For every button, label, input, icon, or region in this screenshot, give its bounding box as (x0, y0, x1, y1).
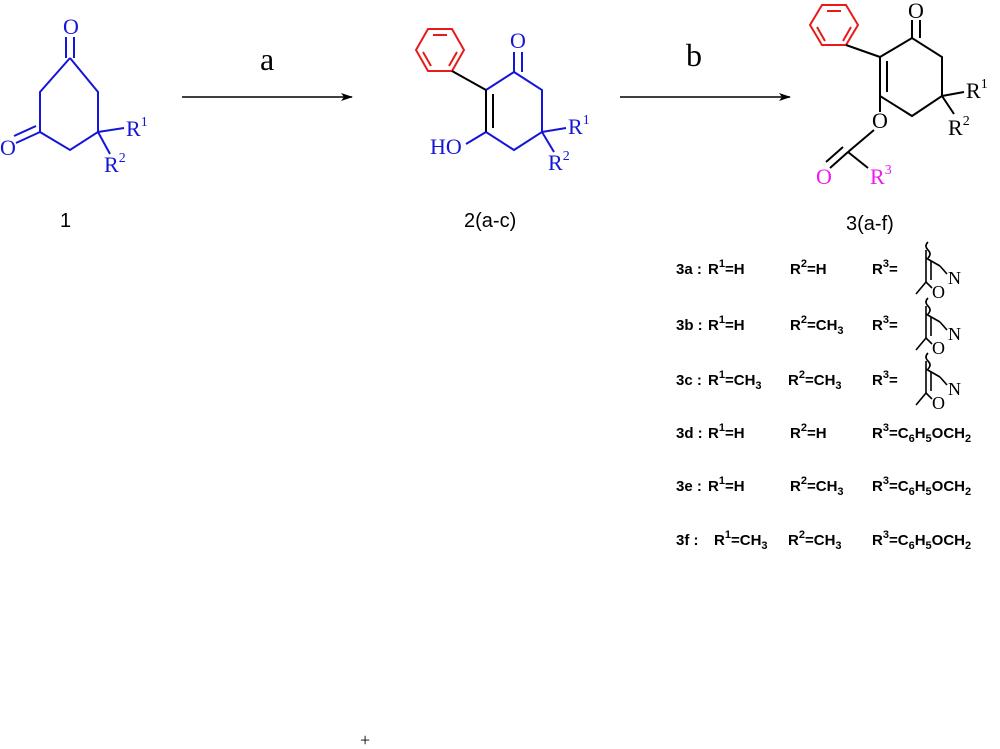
isoxazole-bond-3c (925, 392, 933, 400)
row-r1-3c: R1=CH3 (708, 369, 762, 392)
isoxazole-bond-3c (939, 376, 948, 386)
isoxazole-bond-3a (939, 265, 948, 275)
c3-phenyl-ring (808, 4, 860, 46)
row-r2-3b: R2=CH3 (790, 314, 844, 337)
row-r2-3a: R2=H (790, 258, 827, 278)
row-id-3e: 3e : (676, 478, 702, 495)
row-r1-3e: R1=H (708, 475, 745, 495)
isoxazole-o-3b: O (932, 338, 945, 358)
c1-o-left: O (0, 135, 16, 160)
row-id-3b: 3b : (676, 317, 703, 334)
attachment-wavy-line-3a (925, 241, 931, 259)
c2-ho: HO (430, 134, 462, 159)
row-r3-3c: R3= (872, 369, 898, 389)
methyl-bond-3c (915, 392, 927, 406)
isoxazole-bond-3c (925, 368, 941, 378)
row-r2-3d: R2=H (790, 422, 827, 442)
row-r2-3f: R2=CH3 (788, 529, 842, 552)
row-r1-3f: R1=CH3 (714, 529, 768, 552)
row-id-3a: 3a : (676, 261, 702, 278)
c1-r1: R1 (126, 115, 148, 141)
isoxazole-ring-3c (915, 352, 948, 406)
compound-1 (13, 37, 125, 155)
isoxazole-bond-3a (925, 257, 941, 267)
c2-o-top: O (510, 28, 526, 53)
isoxazole-ring-3b (915, 297, 948, 351)
plus-mark: + (360, 730, 370, 749)
c3-r1: R1 (966, 77, 988, 103)
isoxazole-ring-3a (915, 241, 948, 295)
c2-phenyl-bond (451, 70, 487, 91)
row-id-3d: 3d : (676, 425, 703, 442)
isoxazole-n-3b: N (948, 324, 961, 344)
row-r3-3a: R3= (872, 258, 898, 278)
arrow-b-label: b (686, 37, 702, 73)
c3-o-top: O (908, 0, 924, 23)
row-r3-3d: R3=C6H5OCH2 (872, 422, 971, 445)
compound-2-label: 2(a-c) (464, 210, 516, 232)
c3-r3: R3 (870, 163, 892, 189)
row-r1-3a: R1=H (708, 258, 745, 278)
methyl-bond-3a (915, 281, 927, 295)
row-r1-3d: R1=H (708, 422, 745, 442)
c3-r2: R2 (948, 114, 970, 140)
c1-r2: R2 (104, 151, 126, 177)
attachment-wavy-line-3b (925, 297, 931, 315)
c3-o-carbonyl: O (816, 164, 832, 189)
row-id-3f: 3f : (676, 532, 699, 549)
c1-o-top: O (63, 14, 79, 39)
c2-r1: R1 (568, 113, 590, 139)
c3-phenyl-bond (845, 44, 881, 58)
c3-o-ester: O (872, 108, 888, 133)
compound-3-label: 3(a-f) (846, 213, 894, 235)
isoxazole-o-3a: O (932, 282, 945, 302)
isoxazole-n-3a: N (948, 268, 961, 288)
c2-phenyl-ring (414, 28, 466, 72)
row-r2-3e: R2=CH3 (790, 475, 844, 498)
compound-3-ring (825, 20, 965, 169)
isoxazole-bond-3b (925, 313, 941, 323)
methyl-bond-3b (915, 337, 927, 351)
compound-1-label: 1 (60, 210, 71, 232)
row-id-3c: 3c : (676, 372, 702, 389)
isoxazole-bond-3b (925, 337, 933, 345)
isoxazole-bond-3a (925, 281, 933, 289)
attachment-wavy-line-3c (925, 352, 931, 370)
isoxazole-n-3c: N (948, 379, 961, 399)
row-r3-3f: R3=C6H5OCH2 (872, 529, 971, 552)
arrow-a-label: a (260, 41, 274, 77)
c2-r2: R2 (548, 149, 570, 175)
isoxazole-bond-3b (939, 321, 948, 331)
compound-2-ring (465, 52, 567, 153)
row-r1-3b: R1=H (708, 314, 745, 334)
row-r3-3b: R3= (872, 314, 898, 334)
row-r3-3e: R3=C6H5OCH2 (872, 475, 971, 498)
row-r2-3c: R2=CH3 (788, 369, 842, 392)
isoxazole-o-3c: O (932, 393, 945, 413)
